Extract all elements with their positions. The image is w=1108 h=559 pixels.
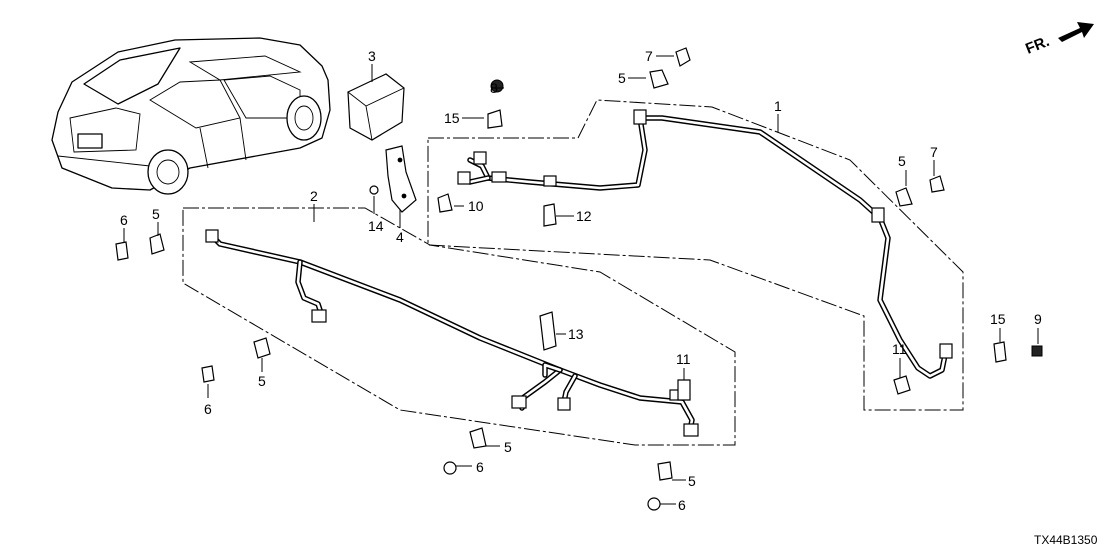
bolt-icon — [369, 185, 379, 195]
callout-11: 11 — [676, 351, 691, 367]
clip-icon — [895, 187, 913, 207]
clip-icon — [675, 47, 691, 67]
callout-5: 5 — [258, 373, 266, 389]
callout-15: 15 — [444, 110, 460, 126]
direction-label: FR. — [1023, 33, 1052, 58]
callout-14: 14 — [368, 218, 384, 234]
callout-4: 4 — [396, 229, 404, 245]
front-arrow-icon — [1058, 22, 1094, 42]
callout-3: 3 — [368, 48, 376, 64]
harness-2-outline — [182, 207, 736, 446]
callout-6: 6 — [678, 497, 686, 513]
grommet-icon — [490, 79, 504, 93]
mounting-bracket — [385, 145, 417, 213]
callout-6: 6 — [476, 459, 484, 475]
clip-icon — [929, 175, 945, 193]
clip-icon — [201, 365, 215, 383]
vehicle-illustration — [51, 37, 331, 195]
leader-lines — [123, 55, 1039, 505]
callout-6: 6 — [204, 401, 212, 417]
clip-icon — [469, 427, 487, 449]
clip-icon — [487, 109, 503, 129]
grommet-icon — [443, 461, 457, 475]
callout-7: 7 — [930, 144, 938, 160]
clip-icon — [677, 379, 691, 401]
clip-icon — [649, 69, 669, 89]
callout-6: 6 — [120, 212, 128, 228]
callout-13: 13 — [568, 326, 584, 342]
callout-5: 5 — [618, 70, 626, 86]
harness-1-outline — [427, 99, 964, 411]
callout-labels: 1 2 3 4 5 5 5 5 5 5 6 6 6 6 7 7 8 9 10 1… — [120, 48, 1042, 513]
clip-icon — [115, 241, 129, 261]
clip-icon — [657, 461, 673, 481]
callout-5: 5 — [504, 439, 512, 455]
clip-icon — [543, 203, 557, 227]
grommet-icon — [647, 497, 661, 511]
callout-9: 9 — [1034, 311, 1042, 327]
small-parts — [115, 47, 1043, 511]
callout-12: 12 — [576, 208, 592, 224]
front-direction-indicator: FR. — [1023, 22, 1094, 58]
connector-icon — [1031, 345, 1043, 357]
callout-15: 15 — [990, 311, 1006, 327]
clip-icon — [437, 193, 453, 213]
callout-11: 11 — [892, 341, 907, 357]
harness-1 — [457, 109, 953, 379]
clip-icon — [149, 233, 165, 255]
callout-7: 7 — [645, 48, 653, 64]
callout-5: 5 — [688, 473, 696, 489]
clip-icon — [253, 337, 271, 359]
diagram-code: TX44B1350 — [1034, 533, 1098, 547]
control-unit — [347, 73, 405, 141]
callout-2: 2 — [310, 188, 318, 204]
harness-2 — [205, 229, 699, 437]
callout-8: 8 — [490, 80, 498, 96]
callout-5: 5 — [898, 153, 906, 169]
clip-icon — [993, 341, 1007, 363]
callout-1: 1 — [774, 98, 782, 114]
clip-icon — [893, 375, 911, 395]
clip-icon — [539, 311, 557, 351]
callout-10: 10 — [468, 198, 484, 214]
callout-5: 5 — [152, 206, 160, 222]
